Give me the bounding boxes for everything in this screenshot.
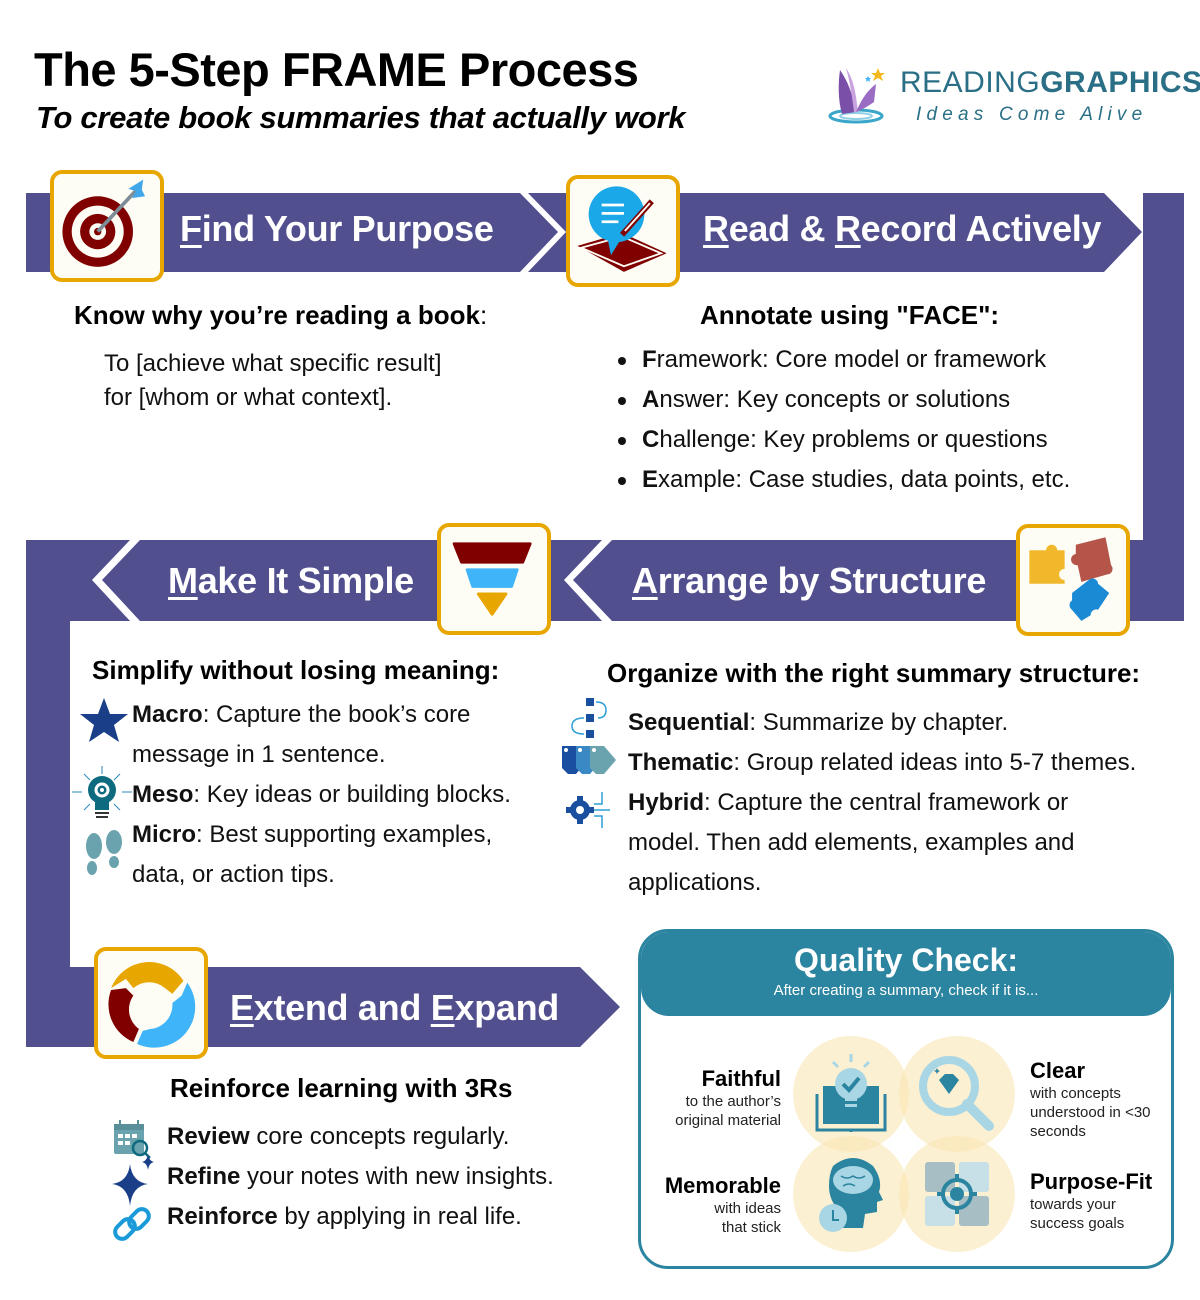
criterion-desc: seconds bbox=[1030, 1123, 1086, 1140]
criterion-desc: original material bbox=[675, 1112, 781, 1129]
lightbulb-gear-icon bbox=[72, 764, 132, 824]
gear-circuit-icon bbox=[566, 786, 612, 832]
page-title: The 5-Step FRAME Process bbox=[34, 43, 639, 96]
face-bullet-item: Answer: Key concepts or solutions bbox=[614, 380, 1070, 420]
link-refresh-icon bbox=[110, 1202, 156, 1250]
tags-icon bbox=[560, 742, 626, 788]
reinforce-item-refine: Refine your notes with new insights. bbox=[167, 1163, 554, 1190]
find-body-line: To [achieve what specific result] bbox=[104, 350, 442, 377]
step-simple-title: Make It Simple bbox=[168, 560, 414, 601]
simplify-item-macro-cont: message in 1 sentence. bbox=[132, 741, 386, 768]
criterion-desc: to the author’s bbox=[685, 1093, 781, 1110]
step-extend-heading: Reinforce learning with 3Rs bbox=[170, 1073, 513, 1103]
band-left-vertical bbox=[26, 540, 130, 1047]
criterion-clear: Clear with concepts understood in <30 se… bbox=[1030, 1058, 1151, 1141]
face-bullet-item: Example: Case studies, data points, etc. bbox=[614, 460, 1070, 500]
criterion-desc: towards your bbox=[1030, 1196, 1116, 1213]
criterion-memorable: Memorable with ideas that stick bbox=[641, 1173, 781, 1237]
criterion-desc: with concepts bbox=[1030, 1085, 1121, 1102]
puzzle-pieces-icon-box bbox=[1016, 524, 1130, 636]
criterion-purpose-fit: Purpose-Fit towards your success goals bbox=[1030, 1169, 1152, 1233]
page-subtitle: To create book summaries that actually w… bbox=[36, 100, 686, 135]
band-read bbox=[528, 193, 1142, 272]
criterion-label: Purpose-Fit bbox=[1030, 1169, 1153, 1194]
cycle-arrows-icon bbox=[108, 962, 196, 1048]
speech-bubble-pen-icon bbox=[577, 186, 667, 272]
criterion-label: Memorable bbox=[664, 1173, 781, 1198]
step-arrange-title: Arrange by Structure bbox=[632, 560, 987, 601]
step-arrange-heading: Organize with the right summary structur… bbox=[607, 658, 1141, 688]
step-find-title: Find Your Purpose bbox=[180, 208, 494, 249]
cycle-arrows-icon-box bbox=[94, 947, 208, 1059]
footprints-icon bbox=[82, 830, 126, 880]
sequence-flow-icon bbox=[566, 696, 612, 742]
book-with-stars-icon bbox=[826, 62, 892, 128]
logo-tagline: Ideas Come Alive bbox=[916, 104, 1148, 125]
target-icon-box bbox=[50, 170, 164, 282]
criterion-desc: success goals bbox=[1030, 1215, 1125, 1232]
criterion-label: Faithful bbox=[701, 1066, 781, 1091]
face-bullet-item: Challenge: Key problems or questions bbox=[614, 420, 1070, 460]
sparkle-icon bbox=[110, 1152, 156, 1210]
criterion-faithful: Faithful to the author’s original materi… bbox=[641, 1066, 781, 1130]
logo-wordmark: READINGGRAPHICS bbox=[900, 66, 1200, 99]
quality-check-subtitle: After creating a summary, check if it is… bbox=[773, 982, 1039, 999]
magnifier-diamond-icon bbox=[899, 1036, 1015, 1152]
find-body-line: for [whom or what context]. bbox=[104, 384, 393, 411]
reinforce-item-review: Review core concepts regularly. bbox=[167, 1123, 510, 1150]
step-extend-title: Extend and Expand bbox=[230, 987, 559, 1028]
calendar-search-icon bbox=[110, 1118, 154, 1160]
simplify-item-macro: Macro: Capture the book’s core bbox=[132, 701, 471, 728]
criterion-desc: understood in <30 bbox=[1030, 1104, 1151, 1121]
step-find-body: To [achieve what specific result] for [w… bbox=[104, 347, 442, 415]
structure-item-hybrid-cont: applications. bbox=[628, 869, 762, 896]
brain-head-clock-icon bbox=[793, 1136, 909, 1252]
step-find-heading: Know why you’re reading a book: bbox=[74, 300, 488, 330]
puzzle-target-icon bbox=[899, 1136, 1015, 1252]
speech-bubble-pen-icon-box bbox=[566, 175, 680, 287]
structure-item-sequential: Sequential: Summarize by chapter. bbox=[628, 709, 1009, 736]
criterion-desc: with ideas bbox=[714, 1200, 781, 1217]
readinggraphics-logo: READINGGRAPHICS Ideas Come Alive bbox=[826, 62, 1200, 132]
structure-item-thematic: Thematic: Group related ideas into 5-7 t… bbox=[628, 749, 1137, 776]
structure-item-hybrid: Hybrid: Capture the central framework or bbox=[628, 789, 1069, 816]
step-read-heading: Annotate using "FACE": bbox=[700, 300, 1000, 330]
star-icon bbox=[78, 696, 130, 744]
step-simple-heading: Simplify without losing meaning: bbox=[92, 655, 500, 685]
criterion-label: Clear bbox=[1030, 1058, 1086, 1083]
simplify-item-meso: Meso: Key ideas or building blocks. bbox=[132, 781, 511, 808]
quality-check-title: Quality Check: bbox=[793, 942, 1019, 978]
funnel-icon-box bbox=[437, 523, 551, 635]
step-read-title: Read & Record Actively bbox=[703, 208, 1102, 249]
face-bullet-item: Framework: Core model or framework bbox=[614, 340, 1070, 380]
criterion-desc: that stick bbox=[721, 1219, 781, 1236]
quality-check-header: Quality Check: After creating a summary,… bbox=[641, 932, 1171, 1016]
structure-item-hybrid-cont: model. Then add elements, examples and bbox=[628, 829, 1075, 856]
target-icon bbox=[62, 179, 146, 267]
puzzle-pieces-icon bbox=[1029, 537, 1113, 621]
book-lightbulb-check-icon bbox=[793, 1036, 909, 1152]
quality-check-card: Quality Check: After creating a summary,… bbox=[638, 929, 1174, 1269]
face-bullet-list: Framework: Core model or framework Answe… bbox=[614, 340, 1070, 500]
funnel-icon bbox=[452, 542, 532, 616]
simplify-item-micro: Micro: Best supporting examples, bbox=[132, 821, 493, 848]
simplify-item-micro-cont: data, or action tips. bbox=[132, 861, 335, 888]
reinforce-item-reinforce: Reinforce by applying in real life. bbox=[167, 1203, 522, 1230]
